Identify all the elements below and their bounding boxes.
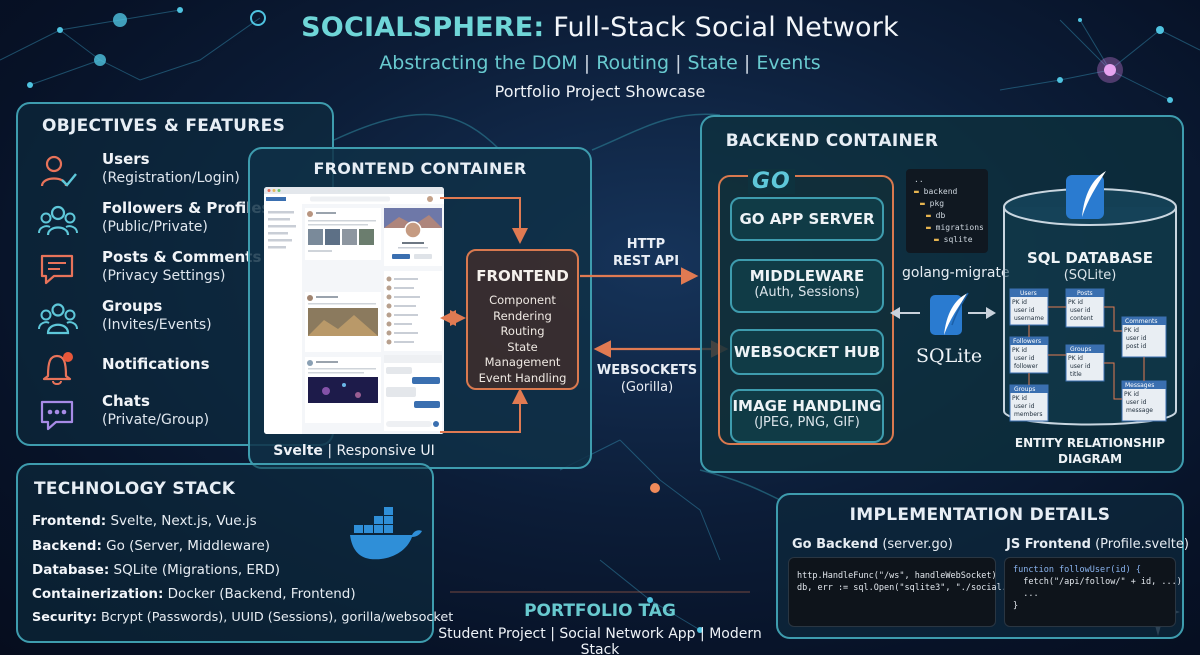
sql-database-subtitle: (SQLite) [1063, 268, 1117, 283]
subtitle-part: Routing [596, 52, 670, 74]
svg-text:user id: user id [1014, 403, 1035, 410]
golang-migrate-label: golang-migrate [902, 265, 1010, 281]
implementation-details-title: IMPLEMENTATION DETAILS [849, 505, 1111, 525]
technology-stack-title: TECHNOLOGY STACK [34, 479, 236, 499]
svg-text:user id: user id [1126, 335, 1147, 342]
svg-text:username: username [1014, 315, 1044, 322]
tech-row-backend: Backend: Go (Server, Middleware) [32, 538, 271, 554]
page-subtitle: Abstracting the DOM | Routing | State | … [379, 52, 821, 74]
svg-text:title: title [1070, 371, 1082, 378]
portfolio-tag-title: PORTFOLIO TAG [524, 601, 676, 621]
backend-container-title: BACKEND CONTAINER [725, 131, 939, 151]
implementation-details-panel: IMPLEMENTATION DETAILS Go Backend (serve… [776, 493, 1189, 639]
image-handling-box: IMAGE HANDLING (JPEG, PNG, GIF) [730, 389, 884, 443]
frontend-container: FRONTEND CONTAINER [248, 147, 592, 469]
subtitle-part: Events [756, 52, 821, 74]
svg-text:Groups: Groups [1014, 386, 1035, 393]
svg-text:post id: post id [1126, 343, 1147, 350]
subtitle-part: State [687, 52, 738, 74]
user-check-icon [40, 155, 77, 187]
svg-text:Groups: Groups [1070, 346, 1091, 353]
page-title: SOCIALSPHERE: Full-Stack Social Network [301, 12, 899, 43]
svg-text:members: members [1014, 411, 1042, 418]
svg-text:user id: user id [1070, 307, 1091, 314]
feature-followers: Followers & Profiles (Public/Private) [34, 199, 334, 245]
followers-icon [38, 205, 78, 236]
frontend-container-title: FRONTEND CONTAINER [313, 159, 527, 178]
frontend-module-box: FRONTEND Component Rendering Routing Sta… [466, 249, 579, 390]
feature-posts: Posts & Comments (Privacy Settings) [34, 248, 334, 294]
frontend-module-features: Component Rendering Routing State Manage… [478, 293, 567, 385]
feature-chats: Chats (Private/Group) [34, 392, 334, 438]
svg-text:message: message [1126, 407, 1153, 414]
svg-text:Messages: Messages [1125, 382, 1154, 389]
svg-text:user id: user id [1014, 307, 1035, 314]
svg-text:user id: user id [1014, 355, 1035, 362]
middleware-box: MIDDLEWARE (Auth, Sessions) [730, 259, 884, 313]
backend-container: BACKEND CONTAINER GO GO APP SERVER MIDDL… [700, 115, 1184, 473]
js-frontend-heading: JS Frontend (Profile.svelte) [1006, 537, 1189, 552]
svg-text:PK id: PK id [1068, 355, 1083, 362]
chat-bubble-icon [40, 254, 74, 285]
feature-users: Users (Registration/Login) [34, 150, 334, 196]
objectives-title: OBJECTIVES & FEATURES [42, 116, 286, 136]
tech-row-containerization: Containerization: Docker (Backend, Front… [32, 586, 356, 602]
svg-text:Posts: Posts [1077, 290, 1093, 297]
svg-text:PK id: PK id [1012, 395, 1027, 402]
sqlite-link-arrow [890, 307, 996, 319]
go-code-snippet: http.HandleFunc("/ws", handleWebSocket) … [788, 557, 1027, 627]
svg-text:follower: follower [1014, 363, 1038, 370]
svg-text:PK id: PK id [1012, 299, 1027, 306]
docker-whale-icon [350, 507, 422, 560]
js-code-snippet: function followUser(id) { fetch("/api/fo… [1004, 557, 1182, 627]
showcase-label: Portfolio Project Showcase [494, 82, 706, 101]
websocket-hub-box: WEBSOCKET HUB [730, 329, 884, 375]
subtitle-part: Abstracting the DOM [379, 52, 578, 74]
tech-row-security: Security: Bcrypt (Passwords), UUID (Sess… [32, 610, 454, 625]
migrations-folder-tree: .. ▬ backend ▬ pkg ▬ db ▬ migrations ▬ s… [906, 169, 988, 253]
svg-text:Followers: Followers [1013, 338, 1041, 345]
sqlite-logo-icon [930, 292, 969, 335]
group-icon [38, 303, 78, 335]
tech-row-frontend: Frontend: Svelte, Next.js, Vue.js [32, 513, 257, 529]
feature-notifications: Notifications [34, 346, 334, 392]
technology-stack-panel: TECHNOLOGY STACK Frontend: Svelte, Next.… [16, 463, 453, 643]
go-app-server-box: GO APP SERVER [730, 197, 884, 241]
erd-label: ENTITY RELATIONSHIP DIAGRAM [1014, 436, 1166, 466]
frontend-caption: Svelte | Responsive UI [273, 443, 435, 459]
sqlite-label: SQLite [916, 345, 983, 367]
svg-text:Users: Users [1020, 290, 1037, 297]
svg-text:Comments: Comments [1125, 318, 1158, 325]
tech-row-database: Database: SQLite (Migrations, ERD) [32, 562, 281, 578]
frontend-module-title: FRONTEND [476, 267, 569, 285]
go-backend-heading: Go Backend (server.go) [792, 537, 953, 552]
sql-database-title: SQL DATABASE [1027, 249, 1153, 267]
svg-text:user id: user id [1126, 399, 1147, 406]
app-mockup-image [264, 187, 444, 434]
go-logo: GO [748, 169, 795, 194]
svg-text:content: content [1070, 315, 1094, 322]
go-services-group: GO GO APP SERVER MIDDLEWARE (Auth, Sessi… [718, 169, 894, 445]
svg-text:PK id: PK id [1068, 299, 1083, 306]
svg-text:PK id: PK id [1124, 391, 1139, 398]
svg-text:PK id: PK id [1124, 327, 1139, 334]
websockets-label: WEBSOCKETS(Gorilla) [596, 363, 698, 395]
feature-groups: Groups (Invites/Events) [34, 297, 334, 343]
chat-dots-icon [40, 400, 74, 431]
portfolio-tag-line: Student Project | Social Network App | M… [438, 626, 762, 655]
svg-text:user id: user id [1070, 363, 1091, 370]
svg-text:PK id: PK id [1012, 347, 1027, 354]
bell-icon [42, 352, 73, 385]
